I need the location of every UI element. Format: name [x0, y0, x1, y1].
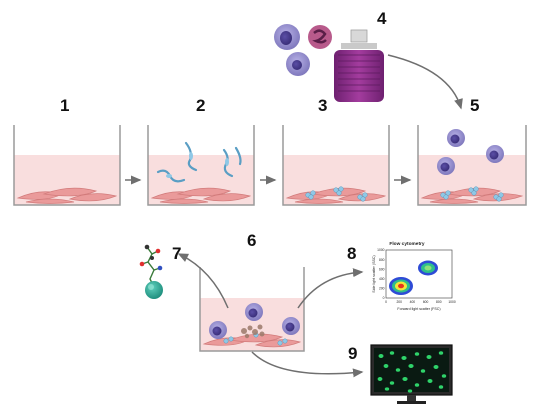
well-5 [417, 125, 527, 206]
immune-cells [437, 129, 504, 175]
cell-population-2 [418, 260, 438, 276]
well-3 [282, 125, 390, 206]
well-1 [13, 125, 121, 206]
flow-ylabel: Side light scatter (SSC) [372, 255, 376, 292]
step-8-label: 8 [347, 244, 356, 263]
fluorescence-monitor [370, 344, 453, 404]
flow-y-tick: 1000 [377, 248, 385, 252]
intracellular-amastigotes [305, 186, 368, 202]
flow-xlabel: Forward light scatter (FSC) [397, 307, 440, 311]
step-5-label: 5 [470, 96, 479, 115]
step-4-label: 4 [377, 9, 387, 28]
step-6-label: 6 [247, 231, 256, 250]
flow-x-tick: 400 [410, 300, 416, 304]
flow-y-tick: 0 [383, 296, 385, 300]
flow-cytometry-plot: Flow cytometry 0 200 400 600 800 1000 0 200 400… [372, 241, 456, 311]
step-9-label: 9 [348, 344, 357, 363]
well-2 [147, 125, 255, 206]
fibroblast-layer [16, 187, 118, 204]
flow-y-tick: 600 [379, 267, 385, 271]
step-2-label: 2 [196, 96, 205, 115]
step-3-label: 3 [318, 96, 327, 115]
flow-x-tick: 1000 [448, 300, 456, 304]
cell-population-1 [389, 277, 413, 295]
flow-x-tick: 200 [396, 300, 402, 304]
cytokine-bead-assay [139, 244, 163, 299]
analysis-arrows [177, 253, 364, 378]
cell-debris [241, 324, 265, 339]
effector-cells [209, 303, 300, 339]
isolated-immune-cells [274, 24, 332, 76]
reagent-vial [334, 29, 384, 102]
step-7-label: 7 [172, 244, 181, 263]
flow-x-tick: 800 [436, 300, 442, 304]
flow-y-tick: 200 [379, 287, 385, 291]
flow-y-tick: 800 [379, 258, 385, 262]
well-6 [199, 267, 305, 352]
flow-x-tick: 600 [423, 300, 429, 304]
flow-x-tick: 0 [385, 300, 387, 304]
flow-title: Flow cytometry [389, 241, 425, 247]
step-arrows [125, 54, 463, 185]
fluorescent-cells [377, 351, 447, 393]
step-1-label: 1 [60, 96, 69, 115]
flow-y-tick: 400 [379, 277, 385, 281]
